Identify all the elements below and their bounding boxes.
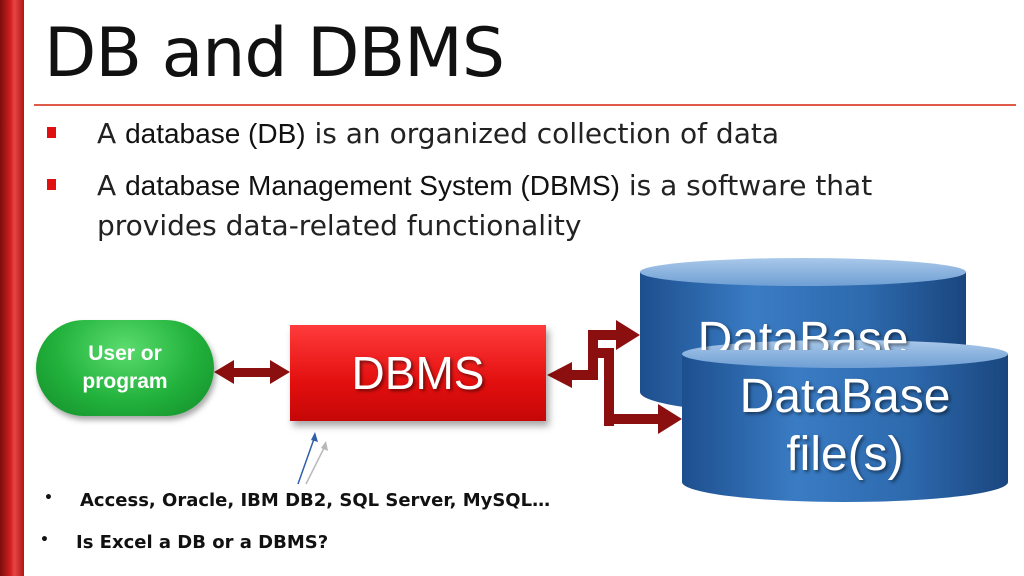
term-database: database (DB) [125,118,306,149]
slide-title: DB and DBMS [44,14,505,93]
pointer-arrows [297,432,328,485]
slide-side-bar [0,0,24,576]
title-divider [34,104,1016,106]
database-back-label: DataBase [697,313,909,350]
user-dbms-double-arrow [214,360,290,384]
bullet-text: A database (DB) is an organized collecti… [97,117,779,150]
bullet-square-icon [47,127,56,138]
bullet-dot-icon: • [40,532,49,548]
bullet-dot-icon: • [44,490,53,506]
database-cylinder-front [682,340,1008,502]
term-dbms: database Management System (DBMS) [125,170,620,201]
bullet-text: A database Management System (DBMS) is a… [97,169,873,202]
dbms-node: DBMS [290,325,546,421]
dbms-to-database-arrows [547,320,682,434]
bullet-continuation: provides data-related functionality [97,209,582,242]
bullet-square-icon [47,179,56,190]
